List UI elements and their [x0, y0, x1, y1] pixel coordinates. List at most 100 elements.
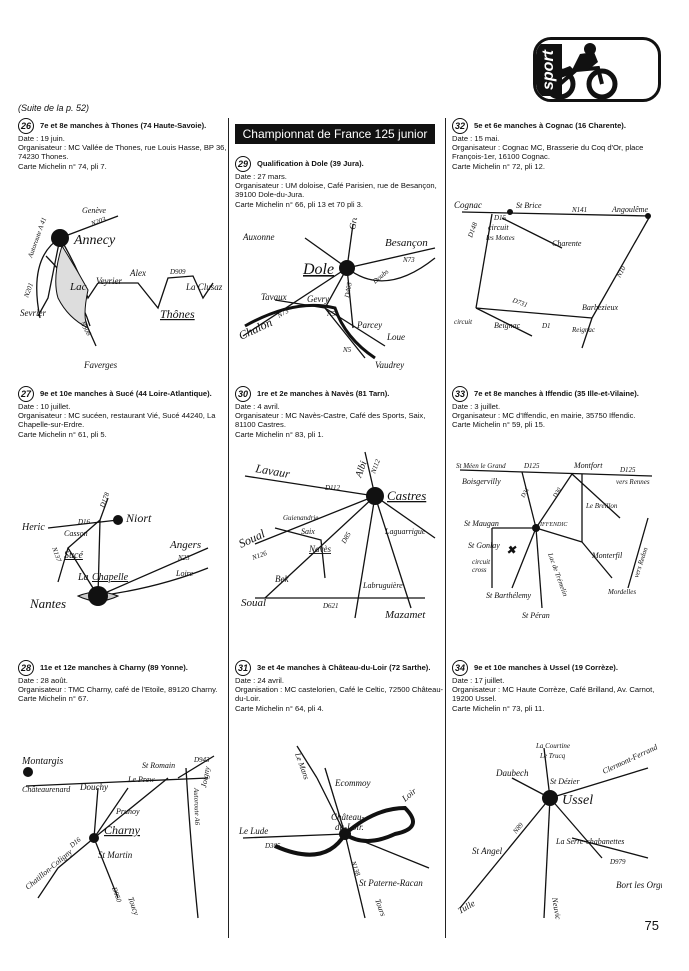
map-label: Le Prew [127, 775, 155, 784]
event-organizer: Organisation : MC castelorien, Café le C… [235, 685, 444, 704]
map-label: Monterfil [591, 551, 623, 560]
map-thones: Annecy Lac Sevrier Veyrier Alex Thônes L… [18, 198, 228, 378]
event-number: 30 [235, 386, 251, 402]
map-label: D125 [523, 462, 540, 470]
page-number: 75 [644, 918, 659, 933]
map-label: N23 [177, 554, 190, 562]
map-label: Loire [175, 569, 193, 578]
map-label: Ussel [562, 793, 593, 808]
map-label: Angoulême [611, 205, 648, 214]
event-date: Date : 10 juillet. [18, 402, 71, 411]
map-label: N89 [511, 821, 526, 836]
event-map-ref: Carte Michelin n° 67. [18, 694, 89, 704]
map-label: circuit [488, 223, 509, 232]
event-date: Date : 17 juillet. [452, 676, 505, 685]
map-label: Le Mans [293, 751, 311, 781]
event-date: Date : 19 juin. [18, 134, 65, 143]
map-label: D621 [322, 602, 339, 610]
map-label: D112 [324, 484, 341, 492]
map-label: Parcey [356, 320, 382, 330]
map-label: N137 [50, 545, 63, 563]
map-label: Tours [373, 898, 388, 918]
event-organizer: Organisateur : UM doloise, Café Parisien… [235, 181, 437, 200]
map-label: du-Loir. [335, 822, 364, 832]
map-label: N5 [326, 310, 336, 318]
event-number: 26 [18, 118, 34, 134]
map-label: Montargis [21, 756, 63, 767]
map-label: St Méen le Grand [456, 462, 506, 470]
map-ussel: La Courtine Le Trucq Daubech Clermont-Fe… [452, 738, 673, 933]
map-label: Annecy [73, 233, 116, 248]
map-label: St Gonlay [468, 541, 500, 550]
map-label: Alex [129, 268, 146, 278]
map-label: Vaudrey [375, 360, 404, 370]
map-cognac: Cognac St Brice N141 Angoulême circuit l… [452, 198, 662, 363]
event-heading: 1re et 2e manches à Navès (81 Tarn). [257, 389, 390, 398]
map-label: Gray [347, 218, 360, 230]
map-label: vers Rennes [616, 478, 650, 486]
map-label: D1 [541, 322, 551, 330]
event-map-ref: Carte Michelin n° 73, pli 11. [452, 703, 545, 713]
event-map-ref: Carte Michelin n° 72, pli 12. [452, 161, 545, 171]
event-number: 27 [18, 386, 34, 402]
map-label: Veyrier [96, 276, 122, 286]
map-label: D15 [493, 214, 507, 222]
map-label: Soual [241, 597, 266, 609]
map-label: D405 [343, 281, 354, 299]
map-label: Châteaurenard [22, 785, 71, 794]
sport-word-logo: sport [536, 44, 562, 96]
event-organizer: Organisateur : MC d'Iffendic, en mairie,… [452, 411, 636, 421]
map-label: Lac [69, 281, 87, 293]
map-label: D85 [339, 530, 353, 546]
continued-note: (Suite de la p. 52) [18, 103, 90, 113]
map-label: N201 [22, 282, 35, 300]
map-label: Casson [64, 529, 88, 538]
map-label: Lavaur [253, 461, 291, 481]
event-map-ref: Carte Michelin n° 83, pli 1. [235, 429, 324, 439]
map-label: D16 [67, 835, 83, 850]
event-map-ref: Carte Michelin n° 61, pli 5. [18, 429, 107, 439]
map-label: N141 [571, 206, 587, 214]
event-heading: 7e et 8e manches à Iffendic (35 Ille-et-… [474, 389, 639, 398]
event-number: 28 [18, 660, 34, 676]
column-divider [445, 118, 446, 938]
map-label: D178 [98, 491, 111, 510]
map-dole: Auxonne Gray Besançon Dole Tavaux Gevry … [235, 210, 445, 383]
event-map-ref: Carte Michelin n° 66, pli 13 et 70 pli 3… [235, 199, 363, 209]
map-label: D943 [193, 756, 210, 764]
event-date: Date : 15 mai. [452, 134, 500, 143]
map-label: Charny [104, 823, 141, 837]
map-label: Tulle [456, 898, 477, 916]
map-label: Thônes [160, 307, 195, 321]
event-number: 33 [452, 386, 468, 402]
event-date: Date : 24 avril. [235, 676, 284, 685]
map-label: Beignac [494, 321, 521, 330]
map-label: D950 [110, 885, 123, 904]
map-label: Faverges [83, 360, 118, 370]
event-number: 31 [235, 660, 251, 676]
map-label: Laguarrigue [384, 527, 426, 536]
event-number: 34 [452, 660, 468, 676]
map-label: Neuvic [550, 896, 563, 921]
map-label: St Dézier [550, 777, 580, 786]
map-label: Gevry [307, 294, 329, 304]
event-number: 32 [452, 118, 468, 134]
map-label: D148 [466, 221, 479, 240]
event-organizer: Organisateur : Cognac MC, Brasserie du C… [452, 143, 644, 162]
map-label: Toucy [126, 896, 141, 917]
map-label: N10 [614, 264, 628, 279]
map-label: Joigny [199, 765, 212, 788]
map-label: D125 [619, 466, 636, 474]
map-label: Besançon [385, 237, 428, 249]
event-organizer: Organisateur : MC Vallée de Thones, rue … [18, 143, 227, 162]
map-label: Le Breillon [585, 502, 618, 510]
map-label: Daubech [495, 768, 529, 778]
map-label: Guienandrie [283, 514, 318, 522]
map-label: D30 [552, 487, 563, 500]
map-label: Chapelle [92, 572, 129, 583]
